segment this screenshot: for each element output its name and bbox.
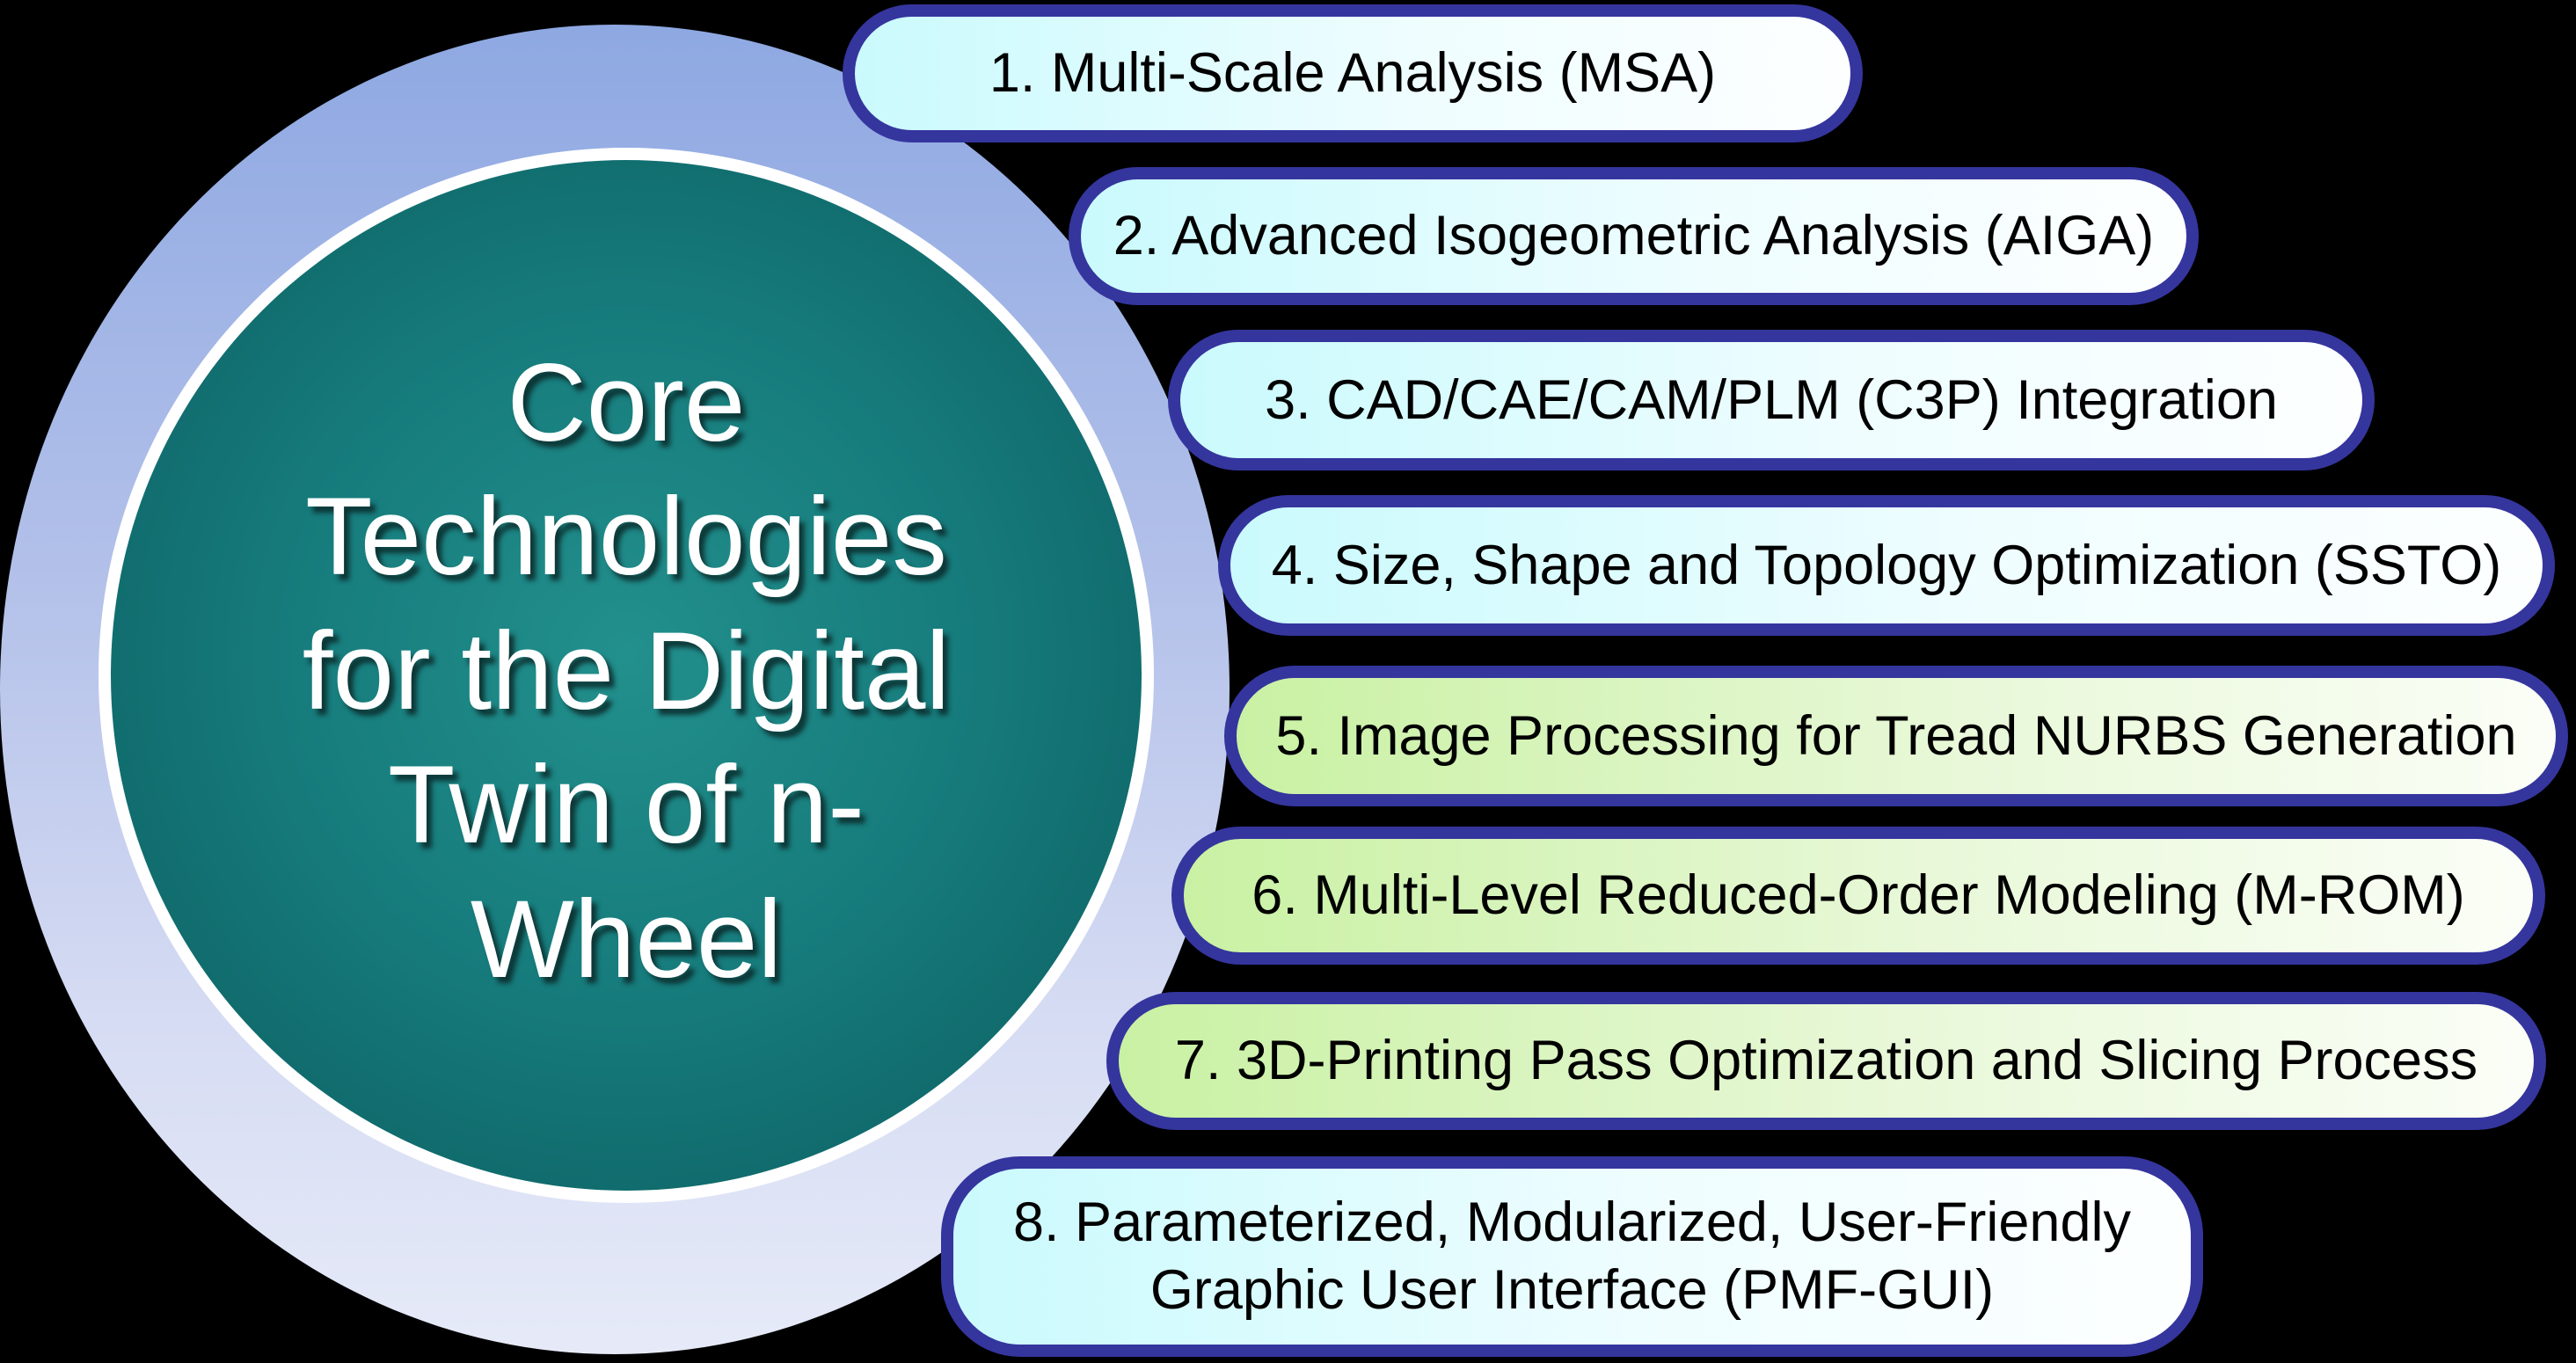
core-circle-face: Core Technologies for the Digital Twin o…: [111, 160, 1142, 1191]
tech-box-1: 1. Multi-Scale Analysis (MSA): [843, 4, 1863, 142]
tech-box-2: 2. Advanced Isogeometric Analysis (AIGA): [1069, 167, 2199, 305]
tech-box-7: 7. 3D-Printing Pass Optimization and Sli…: [1106, 992, 2546, 1130]
tech-box-1-label: 1. Multi-Scale Analysis (MSA): [989, 42, 1717, 105]
tech-box-4: 4. Size, Shape and Topology Optimization…: [1218, 495, 2555, 636]
tech-box-3-label: 3. CAD/CAE/CAM/PLM (C3P) Integration: [1265, 368, 2278, 431]
tech-box-6: 6. Multi-Level Reduced-Order Modeling (M…: [1171, 827, 2545, 965]
tech-box-5: 5. Image Processing for Tread NURBS Gene…: [1224, 666, 2568, 806]
tech-box-5-label: 5. Image Processing for Tread NURBS Gene…: [1275, 704, 2517, 767]
tech-box-8: 8. Parameterized, Modularized, User-Frie…: [941, 1156, 2203, 1357]
tech-box-3: 3. CAD/CAE/CAM/PLM (C3P) Integration: [1168, 330, 2375, 470]
tech-box-6-label: 6. Multi-Level Reduced-Order Modeling (M…: [1252, 864, 2465, 927]
tech-box-8-label: 8. Parameterized, Modularized, User-Frie…: [1013, 1192, 2131, 1321]
tech-box-7-label: 7. 3D-Printing Pass Optimization and Sli…: [1174, 1030, 2478, 1092]
core-circle-title: Core Technologies for the Digital Twin o…: [302, 341, 951, 1001]
tech-box-4-label: 4. Size, Shape and Topology Optimization…: [1271, 534, 2502, 596]
tech-box-2-label: 2. Advanced Isogeometric Analysis (AIGA): [1113, 205, 2155, 267]
